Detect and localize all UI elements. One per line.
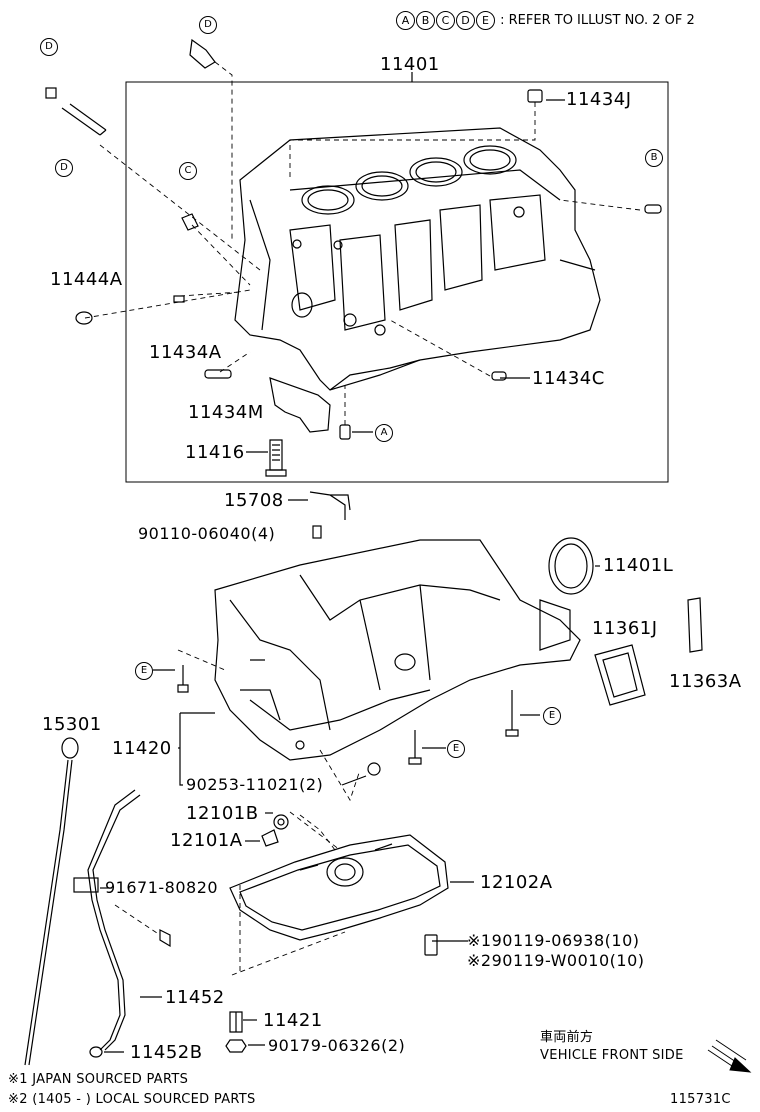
callout-e-right: E [543, 707, 561, 725]
part-12102A[interactable]: 12102A [480, 872, 553, 893]
cylinder-block-drawing [234, 127, 601, 391]
ref-circle-b: B [416, 11, 435, 30]
part-12101A[interactable]: 12101A [170, 830, 243, 851]
part-11421[interactable]: 11421 [263, 1010, 323, 1031]
part-11401L[interactable]: 11401L [603, 555, 674, 576]
part-15708[interactable]: 15708 [224, 490, 284, 511]
callout-a: A [375, 424, 393, 442]
part-11401[interactable]: 11401 [380, 54, 440, 75]
vehicle-front-en: VEHICLE FRONT SIDE [540, 1048, 684, 1063]
callout-e-left: E [135, 662, 153, 680]
note-local-sourced: ※2 (1405 - ) LOCAL SOURCED PARTS [8, 1092, 256, 1107]
part-91671-80820[interactable]: 91671-80820 [105, 878, 219, 897]
part-90119-W0010[interactable]: ※290119-W0010(10) [467, 951, 645, 970]
part-11434M[interactable]: 11434M [188, 402, 264, 423]
part-90179-06326[interactable]: 90179-06326(2) [268, 1036, 406, 1055]
callout-d-lower: D [55, 159, 73, 177]
ref-circle-d: D [456, 11, 475, 30]
ref-circle-c: C [436, 11, 455, 30]
part-11434J[interactable]: 11434J [566, 89, 632, 110]
reference-note: : REFER TO ILLUST NO. 2 OF 2 [500, 13, 695, 28]
vehicle-front-arrow [707, 1039, 752, 1073]
callout-d-left: D [40, 38, 58, 56]
callout-e-middle: E [447, 740, 465, 758]
ref-circle-a: A [396, 11, 415, 30]
part-11434A[interactable]: 11434A [149, 342, 222, 363]
part-11416[interactable]: 11416 [185, 442, 245, 463]
callout-d-top: D [199, 16, 217, 34]
ref-circle-e: E [476, 11, 495, 30]
part-90110-06040[interactable]: 90110-06040(4) [138, 524, 276, 543]
part-11444A[interactable]: 11444A [50, 269, 123, 290]
illustration-id: 115731C [670, 1092, 731, 1107]
lower-crankcase-drawing [214, 539, 581, 761]
part-11452B[interactable]: 11452B [130, 1042, 203, 1063]
vehicle-front-jp: 車両前方 [540, 1030, 594, 1045]
callout-c: C [179, 162, 197, 180]
part-11452[interactable]: 11452 [165, 987, 225, 1008]
part-90119-06938[interactable]: ※190119-06938(10) [467, 931, 640, 950]
part-12101B[interactable]: 12101B [186, 803, 259, 824]
oil-pan-drawing [229, 834, 449, 941]
part-15301[interactable]: 15301 [42, 714, 102, 735]
part-90253-11021[interactable]: 90253-11021(2) [186, 775, 324, 794]
part-11361J[interactable]: 11361J [592, 618, 658, 639]
part-11363A[interactable]: 11363A [669, 671, 742, 692]
part-11420[interactable]: 11420 [112, 738, 172, 759]
callout-b: B [645, 149, 663, 167]
part-11434C[interactable]: 11434C [532, 368, 605, 389]
note-japan-sourced: ※1 JAPAN SOURCED PARTS [8, 1072, 189, 1087]
